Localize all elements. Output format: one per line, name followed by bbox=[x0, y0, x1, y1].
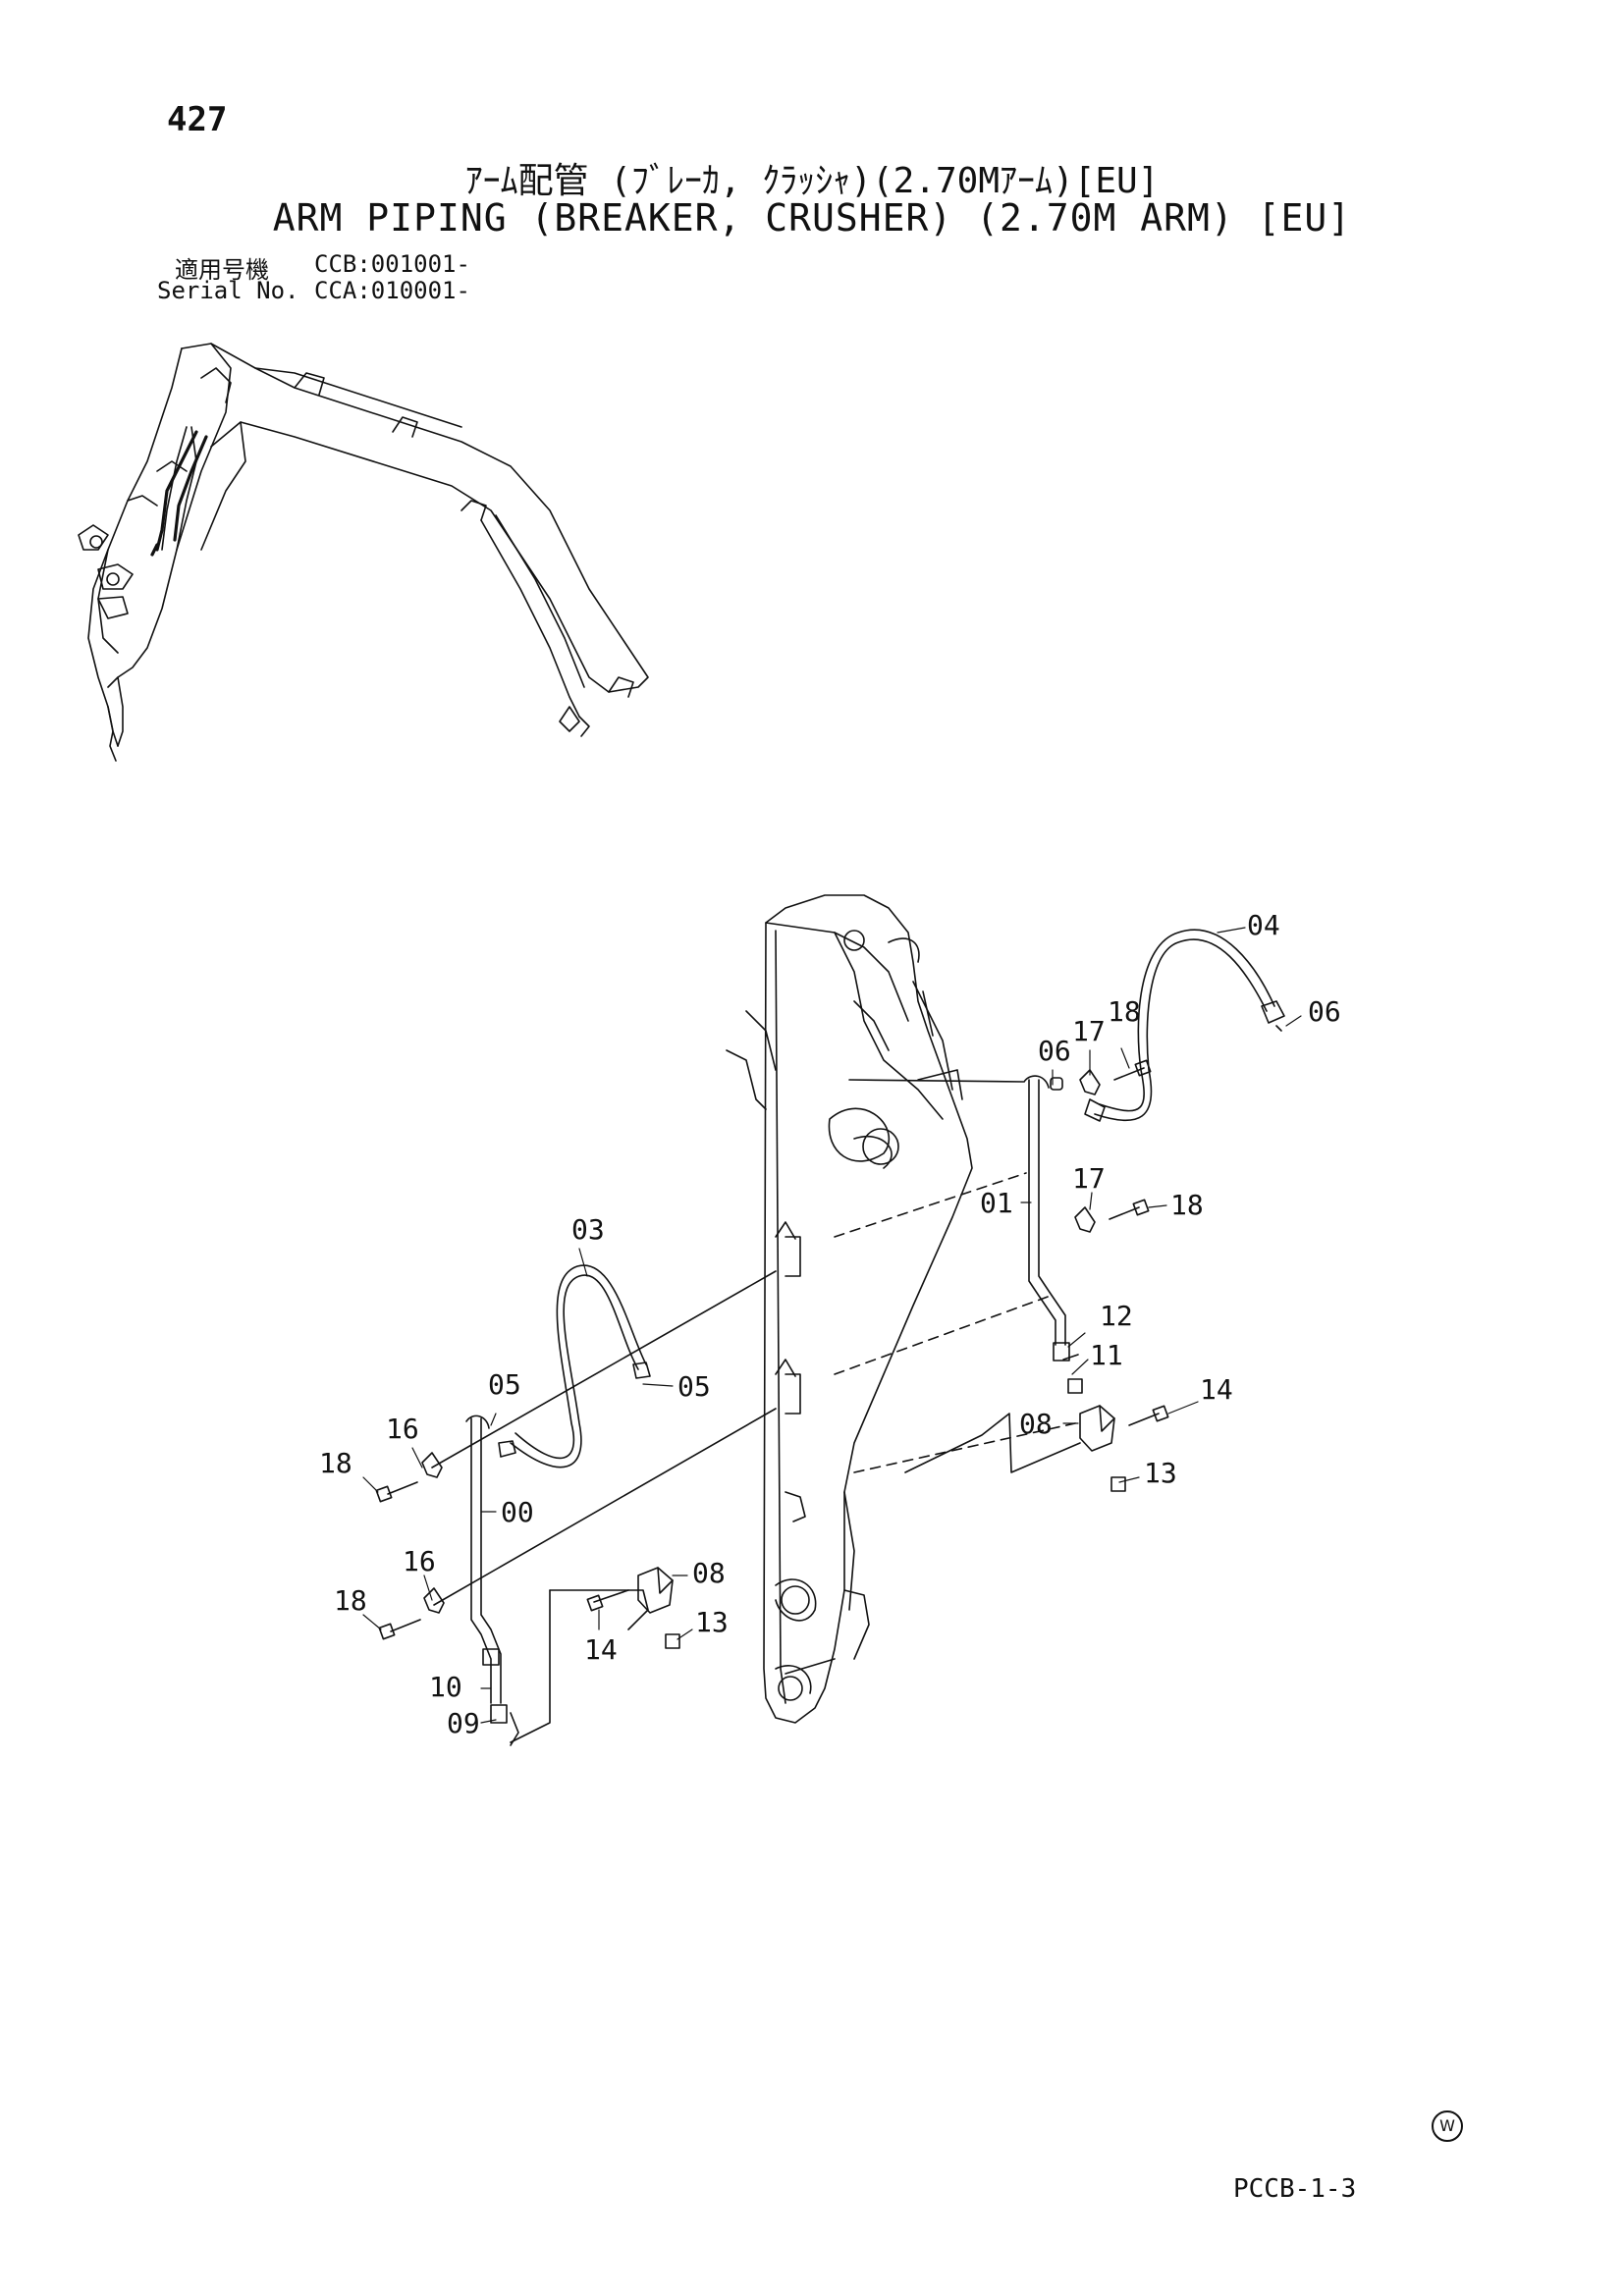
callout-12: 12 bbox=[1100, 1300, 1133, 1332]
leader-lines bbox=[362, 927, 1302, 1724]
bolts-18 bbox=[375, 1059, 1152, 1640]
callout-18-top: 18 bbox=[1108, 995, 1141, 1028]
callout-14-left: 14 bbox=[584, 1633, 618, 1666]
callout-13-right: 13 bbox=[1144, 1457, 1177, 1489]
callout-04: 04 bbox=[1247, 909, 1280, 941]
assembly-lines-dashed bbox=[834, 1172, 1076, 1473]
callout-01: 01 bbox=[980, 1187, 1013, 1219]
callout-03: 03 bbox=[571, 1213, 605, 1246]
arm-body bbox=[726, 894, 973, 1724]
callout-18-left-bottom: 18 bbox=[334, 1584, 367, 1617]
callout-10: 10 bbox=[429, 1671, 462, 1703]
assembly-lines bbox=[431, 1079, 1081, 1746]
overview-piping bbox=[150, 430, 208, 557]
callout-06-right: 06 bbox=[1308, 995, 1341, 1028]
callout-17-mid: 17 bbox=[1072, 1162, 1106, 1195]
callout-18-left-top: 18 bbox=[319, 1447, 352, 1479]
hose-03 bbox=[498, 1264, 651, 1468]
serial-label-english: Serial No. bbox=[157, 277, 299, 304]
callout-06-left: 06 bbox=[1038, 1035, 1071, 1067]
callout-08-left: 08 bbox=[692, 1557, 726, 1589]
title-english: ARM PIPING (BREAKER, CRUSHER) (2.70M ARM… bbox=[272, 196, 1352, 240]
callout-13-left: 13 bbox=[695, 1606, 729, 1638]
pipe-01 bbox=[1023, 1075, 1070, 1362]
serial-label-japanese: 適用号機 bbox=[175, 256, 269, 284]
callout-09: 09 bbox=[447, 1707, 480, 1739]
blocks-08 bbox=[586, 1354, 1169, 1649]
callout-18-mid: 18 bbox=[1170, 1189, 1204, 1221]
page-code: PCCB-1-3 bbox=[1233, 2174, 1357, 2204]
callout-08-right: 08 bbox=[1019, 1408, 1053, 1440]
watermark-symbol: W bbox=[1432, 2110, 1463, 2142]
serial-value-cca: CCA:010001- bbox=[314, 277, 470, 304]
pipe-00 bbox=[465, 1415, 508, 1724]
page-number: 427 bbox=[167, 100, 228, 139]
callout-11: 11 bbox=[1090, 1339, 1123, 1371]
callout-00: 00 bbox=[501, 1496, 534, 1528]
callout-05-right: 05 bbox=[677, 1370, 711, 1403]
serial-value-ccb: CCB:001001- bbox=[314, 250, 470, 278]
callout-16-top: 16 bbox=[386, 1413, 419, 1445]
callout-17-top: 17 bbox=[1072, 1015, 1106, 1047]
title-japanese: ｱｰﾑ配管 (ﾌﾞﾚｰｶ, ｸﾗｯｼｬ)(2.70Mｱｰﾑ)[EU] bbox=[464, 161, 1160, 201]
callout-14-right: 14 bbox=[1200, 1373, 1233, 1406]
clamps bbox=[421, 1069, 1101, 1614]
callout-labels: 04 06 18 17 06 01 17 18 03 12 11 05 05 1… bbox=[319, 909, 1341, 1739]
excavator-overview-sketch bbox=[78, 343, 649, 762]
callout-05-left: 05 bbox=[488, 1368, 521, 1401]
callout-16-bottom: 16 bbox=[403, 1545, 436, 1577]
hose-04 bbox=[1084, 929, 1285, 1122]
